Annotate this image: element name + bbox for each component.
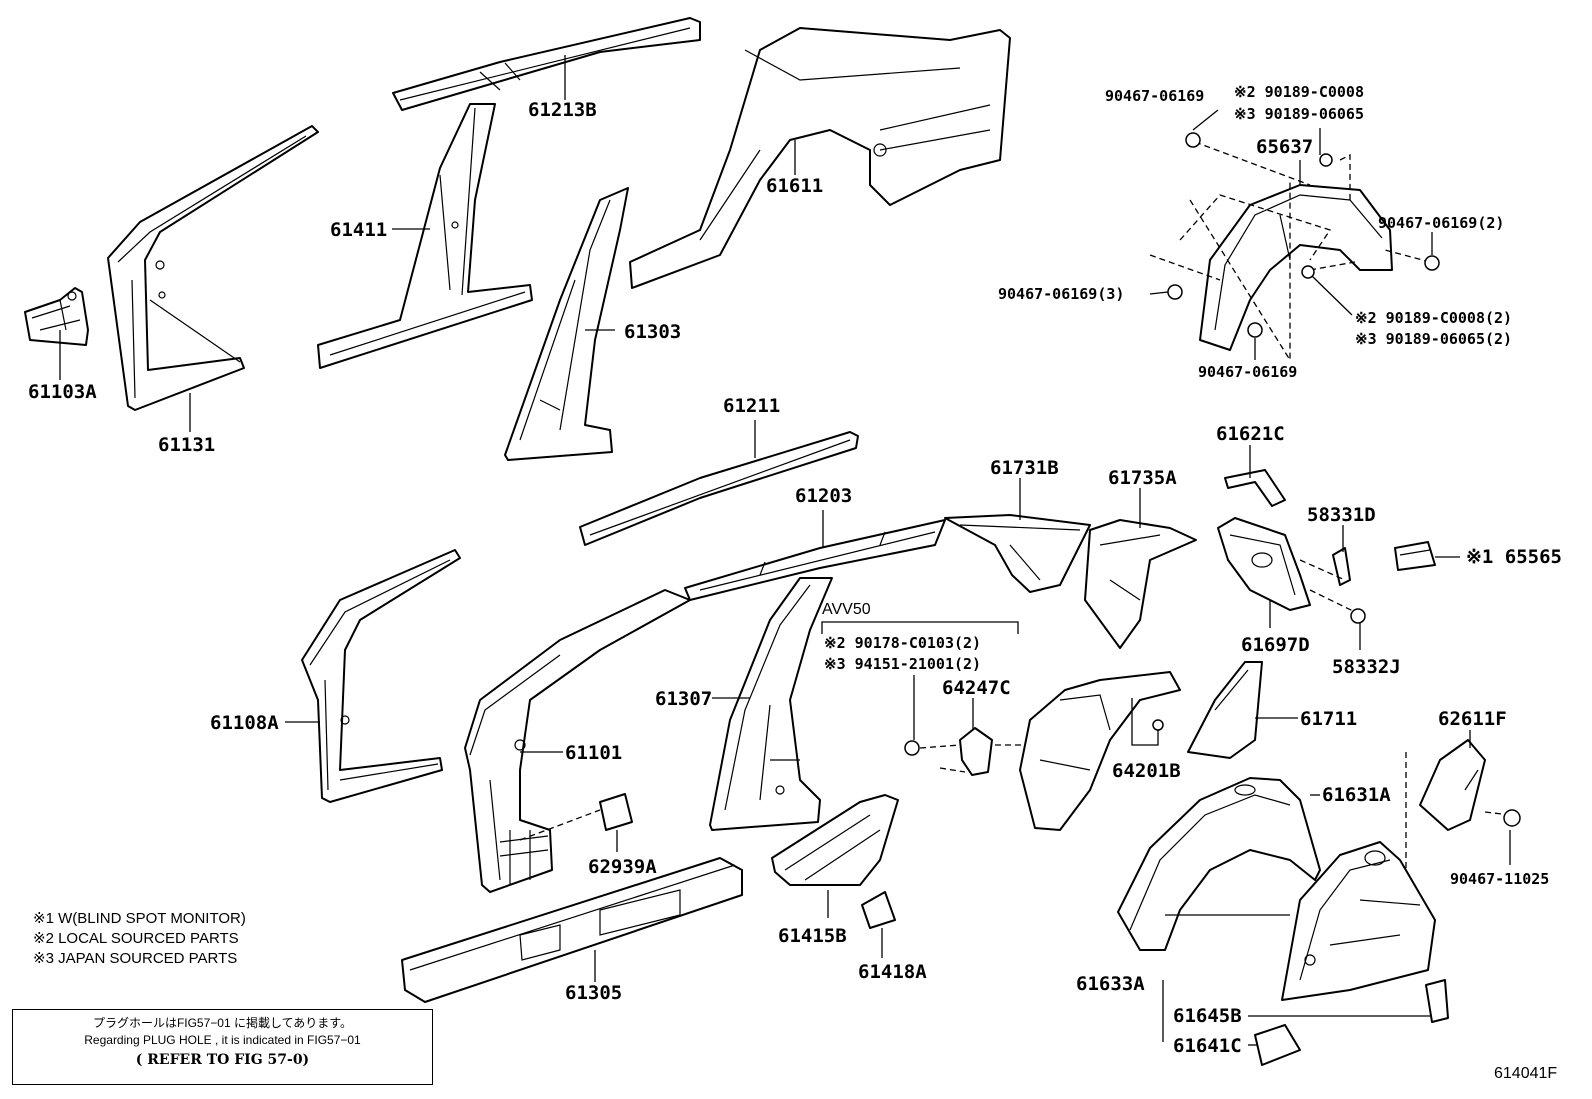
label-62939A: 62939A: [588, 856, 657, 878]
label-61101: 61101: [565, 742, 622, 764]
label-avv50-b: ※3 94151-21001(2): [824, 655, 981, 673]
clip-64201B: [1152, 719, 1164, 731]
label-61213B: 61213B: [528, 99, 597, 121]
label-fastener-f5b: ※3 90189-06065(2): [1355, 330, 1512, 348]
label-61633A: 61633A: [1076, 973, 1145, 995]
label-62611F: 62611F: [1438, 708, 1507, 730]
part-62611F-shape: [1419, 739, 1486, 831]
part-62939A-shape: [599, 793, 633, 831]
avv50-bracket: [821, 621, 1019, 634]
part-61211-shape: [579, 431, 859, 546]
part-61621C-shape: [1224, 469, 1286, 507]
part-61108A-shape: [301, 549, 461, 803]
label-61211: 61211: [723, 395, 780, 417]
label-61611: 61611: [766, 175, 823, 197]
note-line-3: ( REFER TO FIG 57-0): [135, 1052, 310, 1068]
part-61303-shape: [504, 187, 629, 461]
part-61697D-shape: [1217, 517, 1311, 611]
label-61711: 61711: [1300, 708, 1357, 730]
legend-line-1: ※1 W(BLIND SPOT MONITOR): [33, 910, 246, 927]
diagram-code: 614041F: [1494, 1065, 1557, 1082]
label-61645B: 61645B: [1173, 1005, 1242, 1027]
label-61735A: 61735A: [1108, 467, 1177, 489]
label-64247C: 64247C: [942, 677, 1011, 699]
clip-90467-11025: [1503, 809, 1521, 827]
label-64201B: 64201B: [1112, 760, 1181, 782]
label-61621C: 61621C: [1216, 423, 1285, 445]
part-61213B-shape: [392, 17, 701, 111]
label-avv50-a: ※2 90178-C0103(2): [824, 634, 981, 652]
label-fastener-f3: 90467-06169(2): [1378, 214, 1504, 232]
note-line-1: プラグホールはFIG57−01 に掲載してあります。: [92, 1016, 353, 1030]
label-fastener-f6: 90467-06169: [1198, 363, 1297, 381]
label-58331D: 58331D: [1307, 504, 1376, 526]
leader-lines: [59, 55, 1511, 1046]
part-61731B-shape: [944, 514, 1091, 593]
part-61631A-shape: [1117, 777, 1321, 951]
label-61103A: 61103A: [28, 381, 97, 403]
part-64201B-shape: [1019, 671, 1181, 831]
part-65637-shape: [1199, 184, 1393, 351]
label-61697D: 61697D: [1241, 634, 1310, 656]
label-61108A: 61108A: [210, 712, 279, 734]
label-61415B: 61415B: [778, 925, 847, 947]
note-line-2: Regarding PLUG HOLE , it is indicated in…: [84, 1033, 361, 1047]
label-58332J: 58332J: [1332, 656, 1401, 678]
label-fastener-f5a: ※2 90189-C0008(2): [1355, 309, 1512, 327]
label-fastener-f1: 90467-06169: [1105, 87, 1204, 105]
dash-65637-b: [1194, 141, 1431, 271]
label-61303: 61303: [624, 321, 681, 343]
part-61103A-shape: [24, 287, 89, 346]
label-fastener-f2b: ※3 90189-06065: [1234, 105, 1364, 123]
label-fastener-f4: 90467-06169(3): [998, 285, 1124, 303]
plug-hole-note: プラグホールはFIG57−01 に掲載してあります。 Regarding PLU…: [12, 1009, 433, 1085]
clip-avv50: [904, 740, 920, 756]
label-61631A: 61631A: [1322, 784, 1391, 806]
part-61711-shape: [1187, 661, 1263, 759]
part-61641C-shape: [1254, 1024, 1301, 1066]
part-61418A-shape: [861, 891, 896, 929]
part-58331D-shape: [1332, 547, 1351, 586]
part-61735A-shape: [1084, 519, 1197, 649]
label-61203: 61203: [795, 485, 852, 507]
label-65637: 65637: [1256, 136, 1313, 158]
part-65565-shape: [1394, 541, 1436, 571]
part-61645B-shape: [1425, 979, 1449, 1023]
part-61411-shape: [317, 103, 533, 369]
label-61307: 61307: [655, 688, 712, 710]
part-61305-shape: [401, 857, 743, 1003]
dash-65637-a: [1149, 153, 1351, 363]
part-61611-shape: [629, 27, 1011, 289]
part-61131-shape: [107, 125, 319, 411]
label-61305: 61305: [565, 982, 622, 1004]
part-61415B-shape: [771, 794, 899, 886]
part-64247C-shape: [959, 727, 993, 776]
label-61418A: 61418A: [858, 961, 927, 983]
label-90467-11025: 90467-11025: [1450, 870, 1549, 888]
label-fastener-f2a: ※2 90189-C0008: [1234, 83, 1364, 101]
label-61131: 61131: [158, 434, 215, 456]
legend-line-2: ※2 LOCAL SOURCED PARTS: [33, 930, 239, 947]
fastener-clips-top: [1167, 132, 1440, 338]
label-avv50: AVV50: [822, 601, 871, 618]
dash-58331D: [1299, 559, 1356, 613]
part-61101-shape: [464, 589, 691, 893]
part-61633A-shape: [1281, 841, 1436, 1001]
label-61731B: 61731B: [990, 457, 1059, 479]
label-61411: 61411: [330, 219, 387, 241]
dash-62939A: [519, 809, 601, 841]
label-65565: ※1 65565: [1466, 546, 1562, 568]
label-61641C: 61641C: [1173, 1035, 1242, 1057]
legend-line-3: ※3 JAPAN SOURCED PARTS: [33, 950, 237, 967]
part-61307-shape: [709, 577, 833, 831]
dash-64247C: [919, 744, 1030, 773]
clip-58332J: [1350, 608, 1366, 624]
